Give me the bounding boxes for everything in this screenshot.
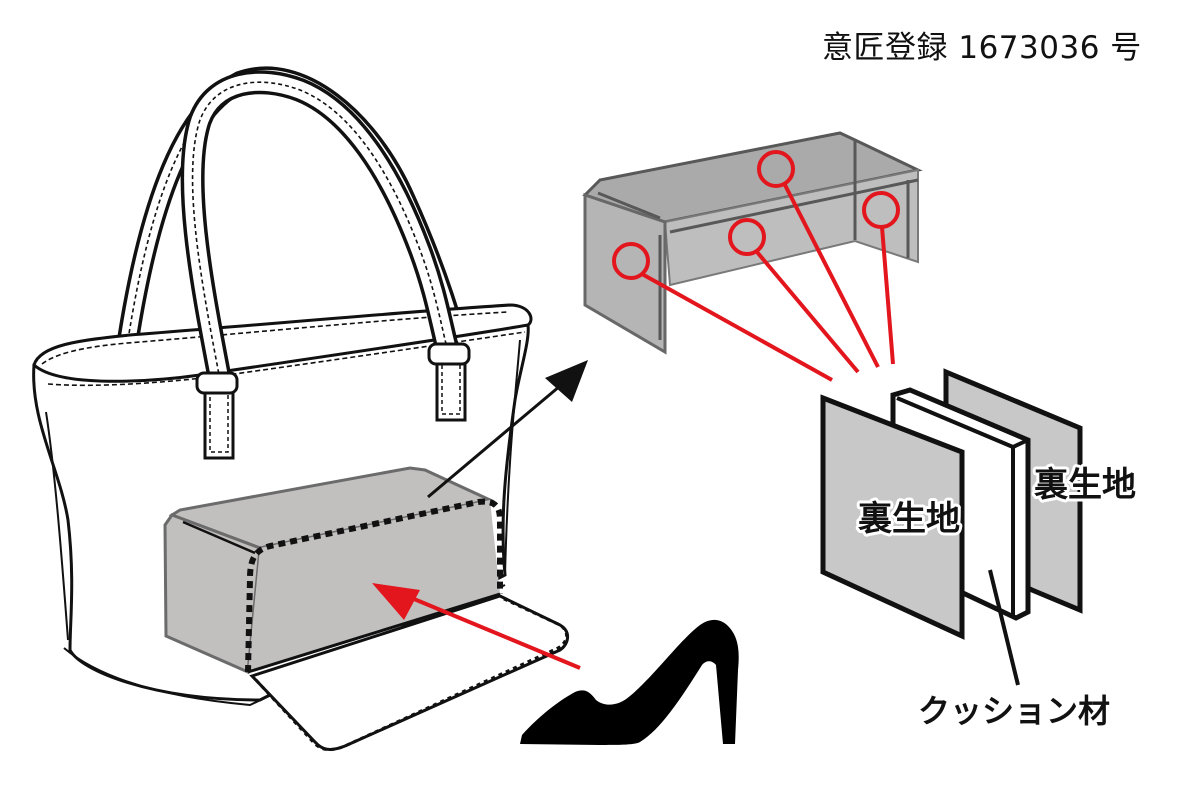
callout-circle-left (612, 242, 650, 280)
lining-front-label: 裏生地 (858, 499, 960, 539)
arrow-to-frame (427, 360, 588, 499)
lining-front-label-halo: 裏生地 (858, 499, 960, 539)
lining-back-label: 裏生地 (1034, 465, 1136, 505)
high-heel-shoe-icon (520, 619, 739, 745)
front-handle (180, 70, 460, 383)
shoe-pocket (163, 466, 569, 752)
cushion-label: クッション材 (918, 692, 1110, 730)
callout-circle-right (862, 191, 900, 229)
lining-front-panel (820, 394, 965, 640)
callout-circle-center (728, 218, 766, 256)
pocket-frame (582, 131, 923, 355)
lining-back-label-halo: 裏生地 (1034, 465, 1136, 505)
insert-shoe-arrow (372, 583, 581, 670)
right-handle-tab (427, 342, 471, 422)
cushion-leader-line (988, 569, 1020, 686)
registration-number: 意匠登録 1673036 号 (822, 30, 1142, 66)
frame-callouts (612, 150, 900, 382)
callout-circle-top (757, 150, 795, 188)
bag-rim (32, 303, 533, 387)
left-handle-tab (195, 371, 239, 460)
